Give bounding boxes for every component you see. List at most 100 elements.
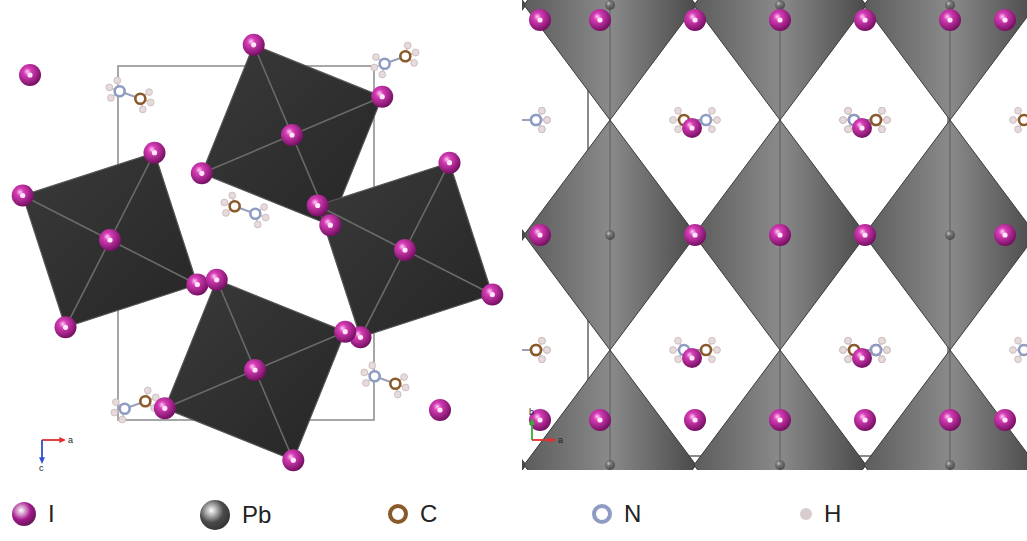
iodine-atom — [589, 409, 611, 431]
iodine-highlight — [537, 232, 542, 237]
carbon-atom — [140, 396, 150, 406]
pbi6-octahedron — [864, 350, 1027, 470]
hydrogen-atom — [709, 337, 716, 344]
pb-i-bond — [66, 240, 110, 327]
pb-i-bond — [405, 163, 449, 250]
hydrogen-atom — [379, 71, 386, 78]
carbon-atom — [871, 345, 881, 355]
pb-i-bond — [217, 280, 255, 370]
hydrogen-atom — [879, 337, 886, 344]
pb-i-bond — [110, 240, 197, 284]
hydrogen-atom — [111, 409, 118, 416]
iodine-highlight — [291, 458, 296, 463]
iodine-highlight — [152, 150, 157, 155]
iodine-atom — [682, 348, 702, 368]
legend-swatch — [592, 504, 612, 524]
hydrogen-atom — [675, 356, 682, 363]
axis-arrowhead — [39, 457, 45, 464]
carbon-atom — [390, 379, 400, 389]
hydrogen-atom — [1015, 337, 1022, 344]
legend-entry: Pb — [200, 500, 271, 530]
iodine-atom — [854, 9, 876, 31]
pb-i-bond — [255, 332, 345, 370]
iodine-highlight — [251, 42, 256, 47]
iodine-atom — [438, 152, 460, 174]
iodine-highlight — [20, 193, 25, 198]
iodine-atom — [19, 64, 41, 86]
iodine-highlight — [1002, 417, 1007, 422]
hydrogen-atom — [361, 369, 368, 376]
lead-atom — [605, 460, 615, 470]
hydrogen-atom — [144, 387, 151, 394]
iodine-atom — [154, 397, 176, 419]
carbon-atom — [871, 115, 881, 125]
hydrogen-atom — [262, 214, 269, 221]
iodine-highlight — [252, 367, 257, 372]
iodine-atom — [939, 409, 961, 431]
iodine-highlight — [862, 17, 867, 22]
hydrogen-atom — [114, 77, 121, 84]
iodine-highlight — [692, 17, 697, 22]
iodine-highlight — [437, 407, 442, 412]
carbon-atom — [1019, 115, 1027, 125]
hydrogen-atom — [879, 356, 886, 363]
hydrogen-atom — [402, 384, 409, 391]
nitrogen-atom — [380, 59, 390, 69]
nitrogen-atom — [1019, 345, 1027, 355]
iodine-highlight — [380, 94, 385, 99]
iodine-highlight — [343, 329, 348, 334]
pb-i-bond — [405, 250, 492, 294]
iodine-highlight — [859, 355, 864, 360]
axis-label: a — [68, 436, 73, 445]
iodine-atom — [994, 224, 1016, 246]
pb-i-bond — [361, 250, 405, 337]
hydrogen-atom — [147, 99, 154, 106]
pbi6-octahedron — [524, 0, 696, 120]
hydrogen-atom — [254, 221, 261, 228]
lead-atom — [775, 0, 785, 10]
iodine-atom — [529, 224, 551, 246]
legend-text: C — [420, 500, 437, 528]
iodine-highlight — [692, 417, 697, 422]
iodine-atom — [186, 273, 208, 295]
carbon-atom — [400, 51, 410, 61]
iodine-atom — [682, 118, 702, 138]
nitrogen-atom — [115, 86, 125, 96]
iodine-atom — [939, 9, 961, 31]
iodine-highlight — [289, 132, 294, 137]
iodine-atom — [684, 409, 706, 431]
hydrogen-atom — [879, 337, 886, 344]
iodine-highlight — [214, 277, 219, 282]
legend-swatch — [200, 500, 230, 530]
iodine-atom — [852, 118, 872, 138]
carbon-atom — [135, 94, 145, 104]
lead-atom — [605, 0, 615, 10]
pbi6-octahedron — [864, 0, 1027, 120]
iodine-highlight — [947, 417, 952, 422]
axis-arrow — [531, 422, 533, 440]
pb-i-bond — [318, 206, 405, 250]
pbi6-octahedron — [524, 350, 696, 470]
iodine-highlight — [777, 417, 782, 422]
iodine-highlight — [1002, 232, 1007, 237]
nitrogen-atom — [871, 115, 881, 125]
hydrogen-atom — [261, 204, 268, 211]
hydrogen-atom — [539, 337, 546, 344]
hydrogen-atom — [544, 347, 551, 354]
axis-arrowhead — [549, 437, 556, 443]
iodine-highlight — [862, 417, 867, 422]
iodine-highlight — [447, 160, 452, 165]
nitrogen-atom — [370, 371, 380, 381]
iodine-atom — [994, 409, 1016, 431]
hydrogen-atom — [879, 126, 886, 133]
hydrogen-atom — [840, 347, 847, 354]
legend-entry: C — [388, 500, 437, 528]
iodine-highlight — [490, 292, 495, 297]
iodine-atom — [244, 359, 266, 381]
iodine-highlight — [597, 17, 602, 22]
lead-atom — [945, 460, 955, 470]
hydrogen-atom — [373, 54, 380, 61]
axis-arrowhead — [529, 418, 535, 425]
iodine-atom — [481, 283, 503, 305]
